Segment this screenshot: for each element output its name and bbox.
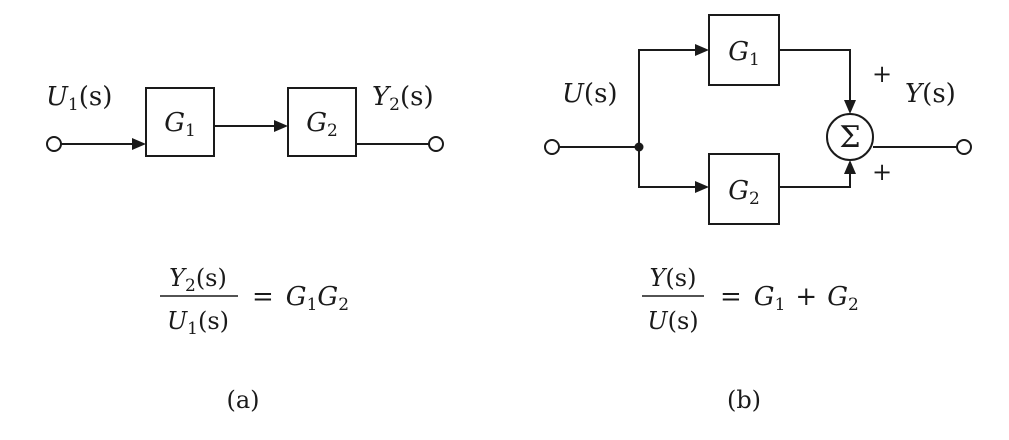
diagram-a-formula-numerator: Y2(s) — [169, 264, 227, 296]
diagram-b-input-label: U(s) — [562, 79, 618, 109]
diagram-a-output-label: Y2(s) — [372, 82, 434, 115]
diagram-a-caption: (a) — [226, 386, 259, 414]
diagram-b-parallel: U(s) G1 G2 Σ + + Y(s) Y — [544, 14, 972, 414]
diagram-b-sign-top: + — [872, 60, 892, 88]
diagram-b-caption: (b) — [727, 386, 761, 414]
diagram-a-block-g1 — [145, 87, 215, 157]
diagram-b-block-g1 — [708, 14, 780, 86]
diagram-b-formula-numerator: Y(s) — [650, 264, 697, 292]
diagram-a-input-label: U1(s) — [46, 82, 112, 115]
diagram-b-g1-to-summer-arrowhead — [844, 100, 856, 114]
diagram-a-formula-rhs: =G1G2 — [252, 282, 349, 315]
diagram-b-block-g2 — [708, 153, 780, 225]
diagram-b-formula: Y(s) U(s) =G1+G2 — [642, 264, 859, 335]
diagram-a-formula: Y2(s) U1(s) =G1G2 — [160, 264, 349, 339]
diagram-a-formula-denominator: U1(s) — [167, 307, 229, 339]
diagram-a-input-arrowhead — [132, 138, 146, 150]
diagram-b-top-branch-arrowhead — [695, 44, 709, 56]
diagram-b-output-label: Y(s) — [905, 79, 956, 109]
diagram-b-summing-symbol: Σ — [839, 120, 860, 155]
diagram-a-output-terminal — [428, 136, 444, 152]
diagram-b-bottom-branch-arrowhead — [695, 181, 709, 193]
diagram-a-block-g2 — [287, 87, 357, 157]
diagram-b-input-terminal — [544, 139, 560, 155]
diagram-a-input-terminal — [46, 136, 62, 152]
diagram-b-block-g1-label: G1 — [728, 37, 760, 70]
diagram-b-block-g2-label: G2 — [728, 176, 760, 209]
diagram-a-series: U1(s) G1 G2 Y2(s) Y2(s) U1(s) =G1G2 (a) — [46, 82, 444, 414]
diagram-a-block-g2-label: G2 — [306, 108, 338, 141]
diagram-b-g2-to-summer-arrowhead — [844, 160, 856, 174]
diagram-b-g1-to-summer-line — [779, 49, 851, 104]
diagram-b-formula-rhs: =G1+G2 — [720, 282, 859, 315]
diagram-a-middle-arrowhead — [274, 120, 288, 132]
diagram-b-summing-junction — [826, 113, 874, 161]
diagram-b-formula-denominator: U(s) — [647, 307, 698, 335]
diagram-b-sign-bottom: + — [872, 158, 892, 186]
diagram-a-block-g1-label: G1 — [164, 108, 196, 141]
diagram-b-output-terminal — [956, 139, 972, 155]
diagram-b-g2-to-summer-line — [779, 170, 851, 188]
